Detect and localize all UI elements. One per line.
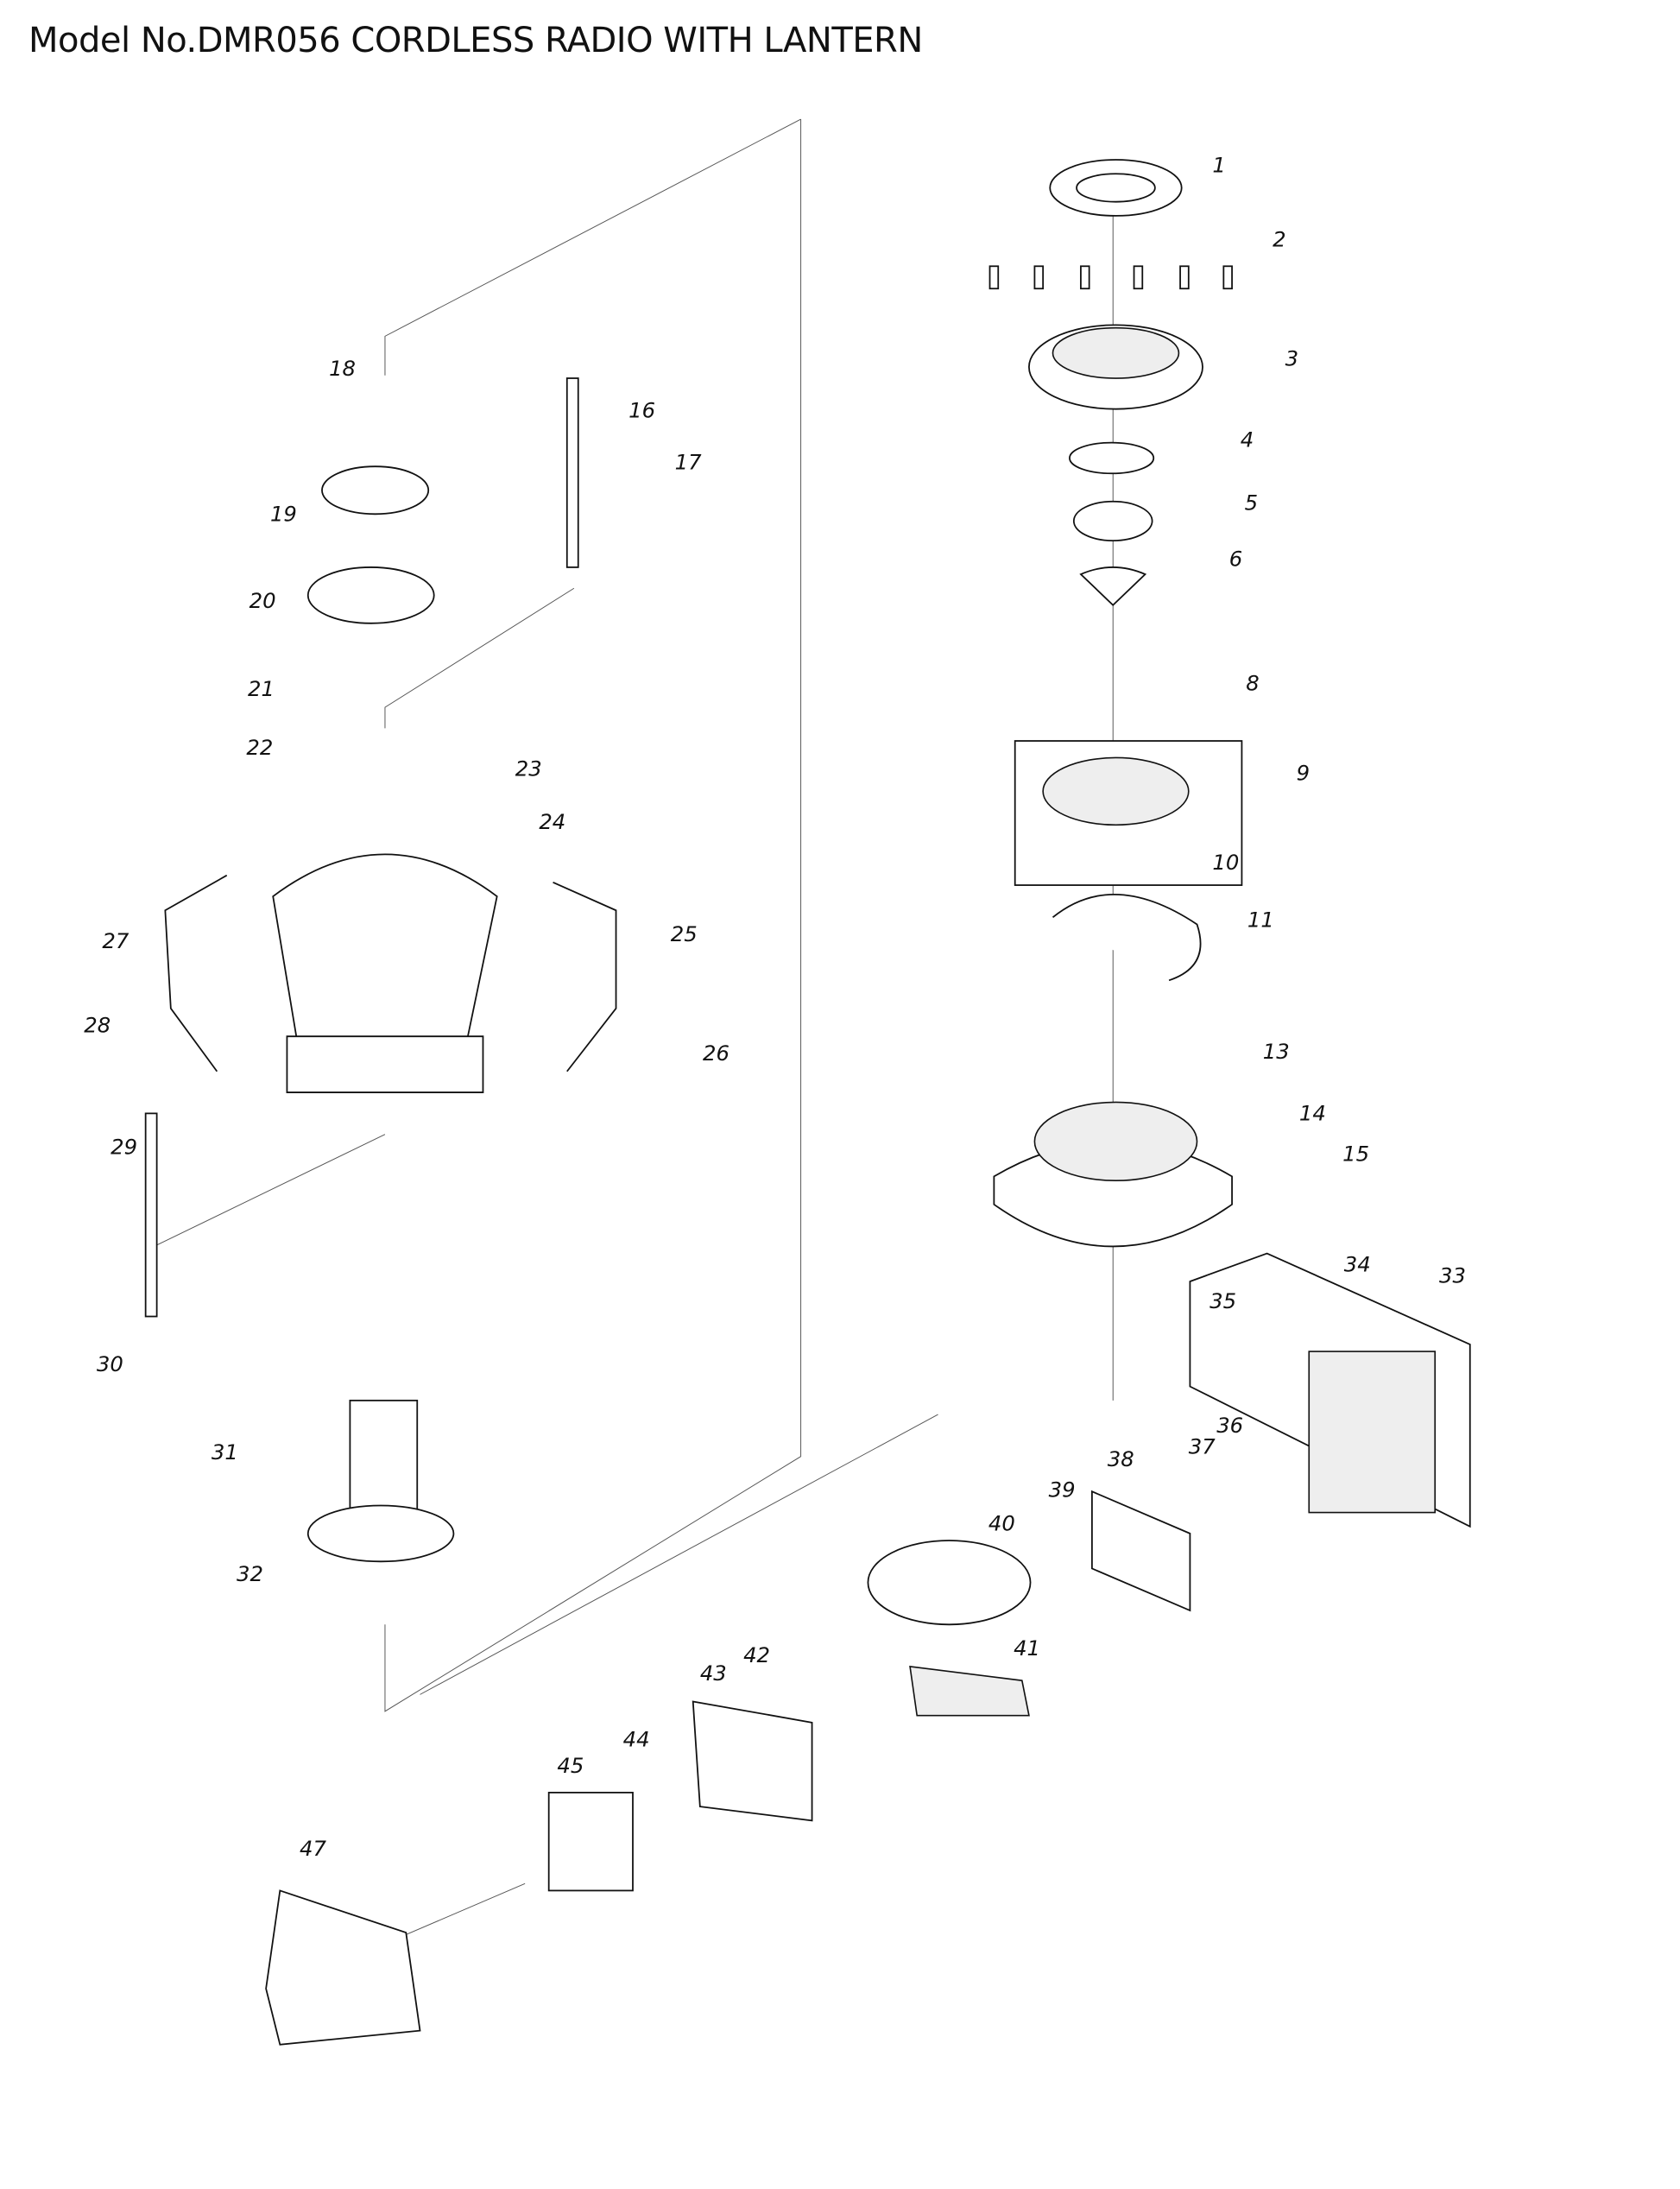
part-label-23: 23: [515, 756, 542, 781]
part-label-6: 6: [1229, 546, 1242, 571]
part-label-1: 1: [1212, 153, 1225, 178]
part-label-8: 8: [1246, 671, 1259, 696]
part-label-26: 26: [703, 1041, 729, 1066]
screw-icon: [1080, 265, 1090, 290]
part-label-41: 41: [1014, 1635, 1040, 1661]
part-label-32: 32: [237, 1561, 263, 1586]
part-label-44: 44: [623, 1726, 650, 1751]
part-label-22: 22: [246, 735, 273, 760]
part-label-18: 18: [329, 356, 356, 381]
part-label-24: 24: [539, 809, 565, 834]
part-label-19: 19: [270, 501, 297, 526]
part-label-43: 43: [700, 1661, 727, 1686]
part-label-31: 31: [212, 1439, 238, 1465]
part-label-2: 2: [1273, 227, 1285, 252]
screw-icon: [1222, 265, 1233, 290]
part-number-labels: 1234568910111314151617181920212223242526…: [84, 153, 1466, 1861]
part-label-14: 14: [1299, 1101, 1326, 1126]
assembly-guide-lines: [154, 118, 1114, 1947]
screw-icon: [1033, 265, 1045, 290]
part-label-9: 9: [1297, 760, 1310, 785]
part-label-34: 34: [1344, 1252, 1371, 1277]
part-label-27: 27: [102, 928, 129, 953]
part-label-33: 33: [1439, 1263, 1466, 1288]
part-label-47: 47: [300, 1836, 326, 1861]
part-label-37: 37: [1189, 1433, 1216, 1458]
part-label-35: 35: [1209, 1288, 1236, 1313]
part-label-10: 10: [1212, 850, 1239, 875]
page-title: Model No.DMR056 CORDLESS RADIO WITH LANT…: [28, 21, 923, 60]
part-label-15: 15: [1342, 1142, 1369, 1167]
part-label-28: 28: [84, 1012, 111, 1037]
part-label-29: 29: [111, 1134, 137, 1159]
part-label-5: 5: [1245, 490, 1258, 515]
part-label-36: 36: [1216, 1413, 1243, 1438]
part-label-38: 38: [1108, 1446, 1134, 1471]
part-label-13: 13: [1263, 1039, 1290, 1064]
part-label-21: 21: [248, 676, 275, 701]
screw-icon: [1133, 265, 1144, 290]
part-label-17: 17: [675, 449, 702, 474]
part-label-11: 11: [1247, 908, 1274, 933]
part-label-16: 16: [628, 397, 655, 422]
part-label-20: 20: [249, 588, 276, 613]
part-label-3: 3: [1285, 345, 1298, 370]
screw-icon: [988, 265, 1000, 290]
part-label-42: 42: [743, 1642, 770, 1667]
part-shapes: [144, 159, 1471, 2046]
screw-icon: [1179, 265, 1190, 290]
part-label-30: 30: [97, 1351, 123, 1376]
part-label-45: 45: [557, 1753, 584, 1778]
part-label-40: 40: [988, 1511, 1015, 1536]
part-label-25: 25: [671, 921, 698, 946]
part-label-4: 4: [1241, 427, 1254, 452]
part-label-39: 39: [1049, 1477, 1076, 1503]
